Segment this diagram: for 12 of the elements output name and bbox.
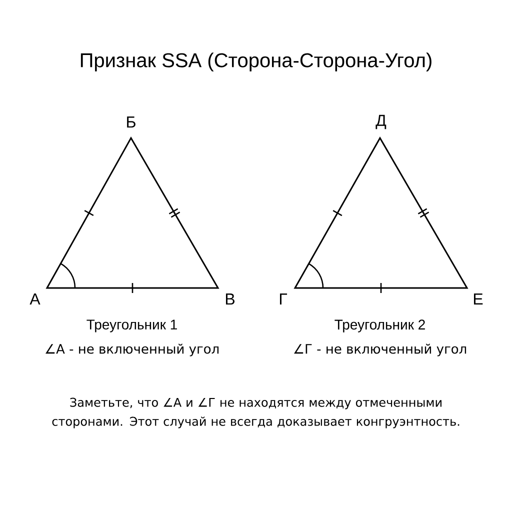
vertex-label: А <box>30 294 40 304</box>
vertex-label: В <box>226 294 234 304</box>
vertex-label: Е <box>474 294 483 304</box>
triangle-caption: Треугольник 2 <box>334 320 425 332</box>
angle-note: ∠А - не включенный угол <box>46 344 219 356</box>
vertex-label: Д <box>376 114 386 130</box>
triangle-caption: Треугольник 1 <box>86 320 177 332</box>
vertex-label: Б <box>127 116 136 128</box>
note-text: Заметьте, что ∠А и ∠Г не находятся между отмеченными сторонами. Этот случай не всегда доказывает конгруэнтность. <box>52 398 460 428</box>
vertex-label: Г <box>280 294 288 305</box>
angle-note: ∠Г - не включенный угол <box>294 344 466 356</box>
title: Признак SSA (Сторона-Сторона-Угол) <box>80 52 432 72</box>
